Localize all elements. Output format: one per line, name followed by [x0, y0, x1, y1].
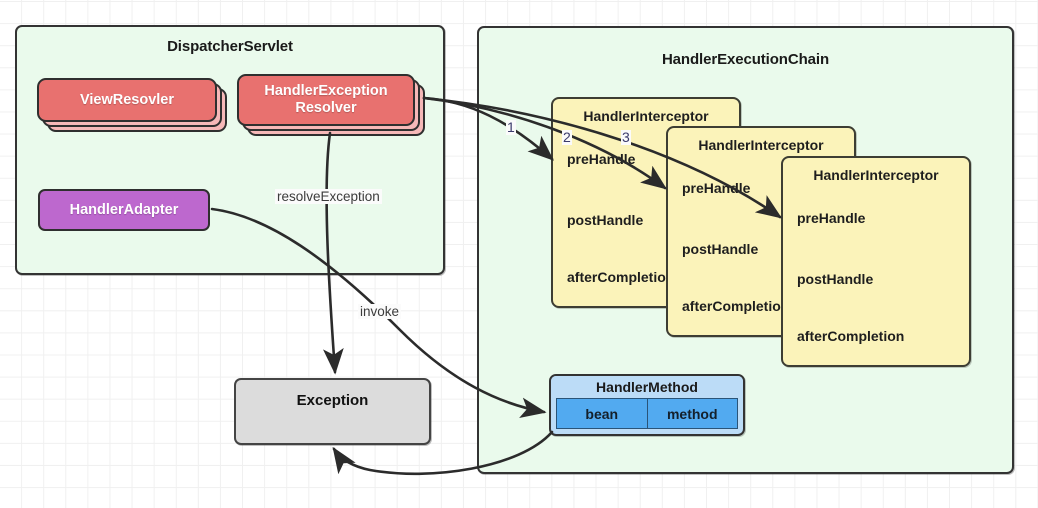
- container-title-dispatcher-servlet: DispatcherServlet: [167, 38, 293, 55]
- interceptor-1-method-posthandle[interactable]: postHandle: [567, 212, 644, 228]
- interceptor-2-method-prehandle[interactable]: preHandle: [682, 180, 751, 196]
- container-title-handler-execution-chain: HandlerExecutionChain: [661, 51, 830, 68]
- container-dispatcher-servlet: DispatcherServlet: [15, 25, 445, 275]
- interceptor-3-title: HandlerInterceptor: [813, 167, 939, 183]
- node-handler-method[interactable]: HandlerMethod bean method: [549, 374, 745, 436]
- edge-resolve-exception: [323, 131, 344, 375]
- interceptor-3[interactable]: HandlerInterceptor preHandle postHandle …: [781, 156, 971, 367]
- edge-label-step-3: 3: [621, 129, 631, 145]
- handler-method-cell-method[interactable]: method: [646, 399, 737, 428]
- node-view-resolver[interactable]: ViewResovler: [37, 78, 217, 122]
- interceptor-1-method-prehandle[interactable]: preHandle: [567, 151, 636, 167]
- interceptor-3-method-posthandle[interactable]: postHandle: [797, 271, 874, 287]
- node-handler-exception-resolver[interactable]: HandlerException Resolver: [237, 74, 415, 126]
- interceptor-3-method-aftercompletion[interactable]: afterCompletion: [797, 328, 905, 344]
- interceptor-2-method-aftercompletion[interactable]: afterCompletion: [682, 298, 790, 314]
- interceptor-2-method-posthandle[interactable]: postHandle: [682, 241, 759, 257]
- edge-label-invoke: invoke: [358, 304, 402, 319]
- node-handler-adapter[interactable]: HandlerAdapter: [38, 189, 210, 231]
- node-handler-exception-resolver-stack[interactable]: HandlerException Resolver: [237, 74, 435, 140]
- edge-label-resolve-exception: resolveException: [275, 189, 382, 204]
- handler-method-cell-bean[interactable]: bean: [557, 399, 647, 428]
- handler-method-cells: bean method: [556, 398, 738, 429]
- edge-step-3: [422, 96, 783, 219]
- exception-label: Exception: [296, 392, 369, 409]
- node-view-resolver-stack[interactable]: ViewResovler: [37, 78, 229, 134]
- edge-invoke: [210, 207, 547, 419]
- handler-exception-resolver-label-line1: HandlerException: [264, 83, 388, 100]
- interceptor-1-method-aftercompletion[interactable]: afterCompletion: [567, 269, 675, 285]
- edge-handler-method-throws-exception: [332, 430, 554, 476]
- node-exception[interactable]: Exception: [234, 378, 431, 445]
- interceptor-3-method-prehandle[interactable]: preHandle: [797, 210, 866, 226]
- handler-adapter-label: HandlerAdapter: [69, 202, 179, 218]
- edge-label-step-2: 2: [562, 129, 572, 145]
- edge-label-step-1: 1: [506, 119, 516, 135]
- interceptor-1-title: HandlerInterceptor: [583, 108, 709, 124]
- interceptor-2-title: HandlerInterceptor: [698, 137, 824, 153]
- handler-exception-resolver-label-line2: Resolver: [295, 100, 357, 116]
- handler-method-title: HandlerMethod: [551, 376, 743, 398]
